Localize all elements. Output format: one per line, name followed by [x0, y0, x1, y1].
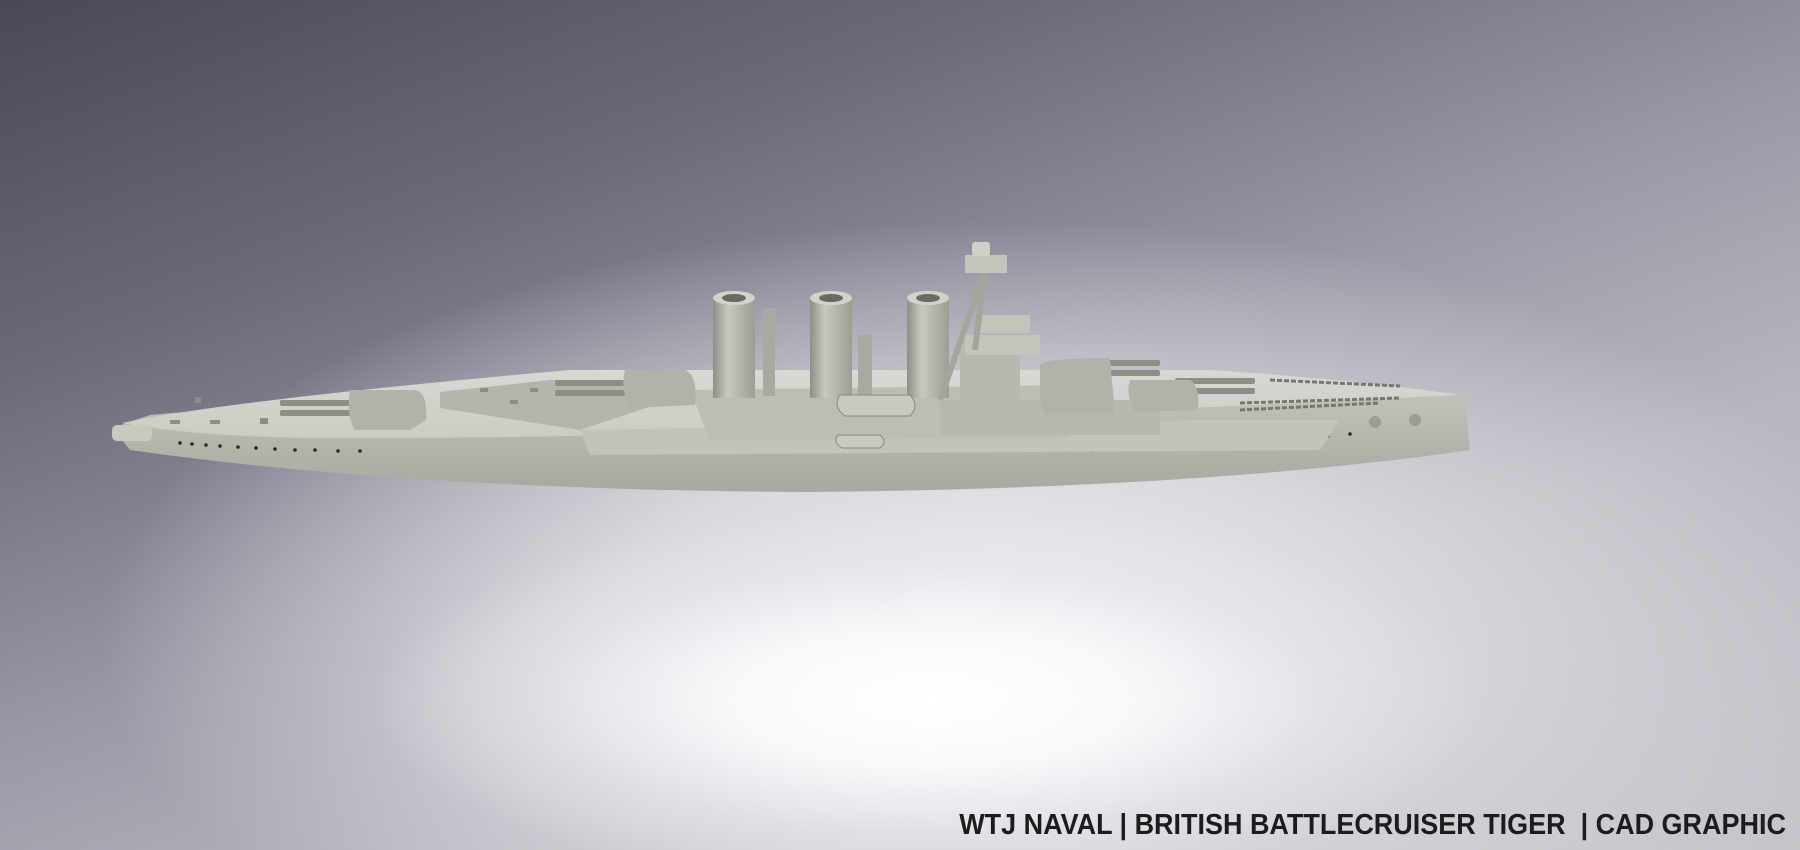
a-b-turrets	[1040, 358, 1255, 415]
anchor-chains	[1239, 378, 1401, 412]
aft-turret	[280, 390, 427, 430]
funnels	[713, 291, 949, 398]
x-turret	[555, 370, 696, 408]
battlecruiser-model	[112, 242, 1470, 492]
bridge-mast	[937, 242, 1040, 425]
caption-text: WTJ NAVAL | BRITISH BATTLECRUISER TIGER …	[959, 809, 1786, 841]
